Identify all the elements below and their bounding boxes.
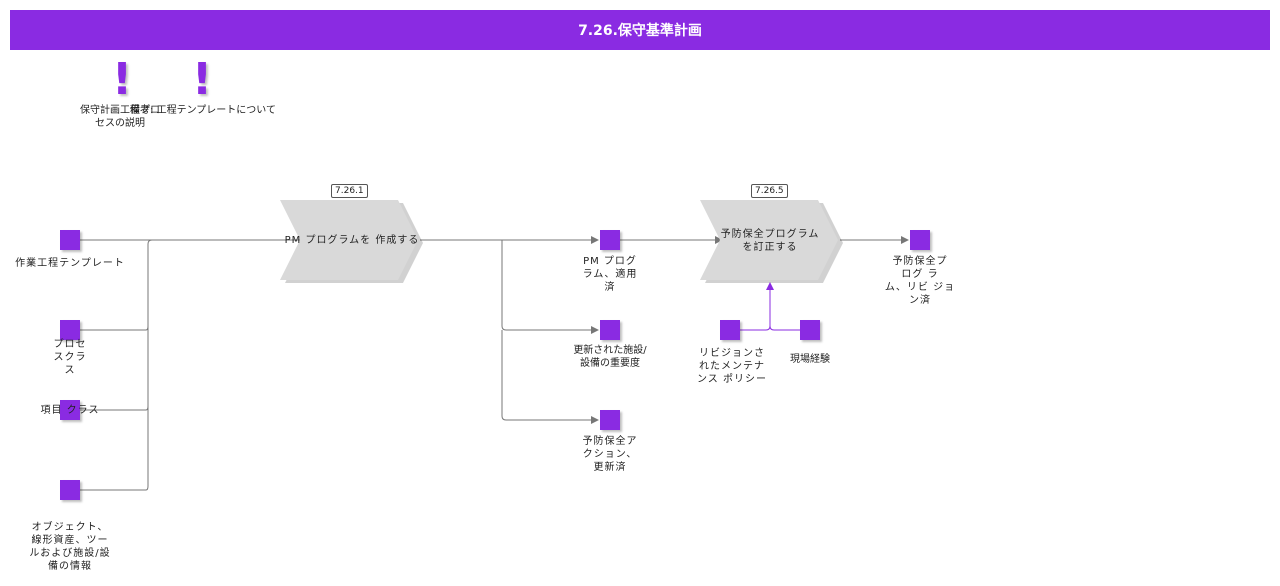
- input-node-template[interactable]: [60, 230, 80, 250]
- output-label-pm-actions: 予防保全ア クション、 更新済: [582, 436, 638, 473]
- output-line-pm-actions: [501, 330, 599, 424]
- diagram-title: 7.26.保守基準計画: [10, 10, 1270, 50]
- output-node-criticality[interactable]: [600, 320, 620, 340]
- input-node-process-class[interactable]: [60, 320, 80, 340]
- output-label-revised-program: 予防保全プ ログ ラ ム、リビ ジョ ン済: [884, 256, 956, 306]
- note-exclamation-icon[interactable]: !: [112, 54, 133, 105]
- input-line-field-experience: [769, 325, 800, 331]
- input-node-item-class[interactable]: [60, 400, 80, 420]
- process-shape-revise-pm: [700, 200, 838, 280]
- input-label-item-class: 項目 クラス: [40, 405, 100, 416]
- input-label-process-class: プロセ スクラ ス: [53, 339, 87, 376]
- process-label-revise-pm[interactable]: 予防保全プログラム を訂正する: [720, 229, 820, 253]
- process-label-create-pm[interactable]: PM プログラムを 作成する: [284, 235, 420, 246]
- output-node-pm-actions[interactable]: [600, 410, 620, 430]
- input-label-object-info: オブジェクト、 線形資産、ツー ルおよび施設/設 備の情報: [29, 522, 111, 572]
- input-node-field-experience[interactable]: [800, 320, 820, 340]
- note-exclamation-icon[interactable]: !: [192, 54, 213, 105]
- note-label-template: 備考: 工程テンプレートについて: [130, 105, 276, 116]
- output-label-criticality: 更新された施設/ 設備の重要度: [573, 345, 647, 369]
- process-id-tag: 7.26.1: [331, 184, 368, 198]
- output-line-criticality: [501, 240, 599, 334]
- input-line-process-class: [80, 239, 153, 331]
- input-line-object-info: [80, 244, 149, 491]
- output-node-pm-program[interactable]: [600, 230, 620, 250]
- process-shape-create-pm: [280, 200, 418, 280]
- input-label-template: 作業工程テンプレート: [15, 258, 125, 269]
- output-label-pm-program: PM プログ ラム、適用 済: [582, 256, 638, 293]
- input-label-field-experience: 現場経験: [790, 354, 830, 365]
- process-id-tag: 7.26.5: [751, 184, 788, 198]
- output-node-revised-program[interactable]: [910, 230, 930, 250]
- input-node-policy[interactable]: [720, 320, 740, 340]
- input-line-policy: [740, 282, 774, 331]
- note-label-process-description: 保守計画工程プロ セスの説明: [80, 105, 160, 129]
- input-label-policy: リビジョンさ れたメンテナ ンス ポリシー: [697, 348, 767, 385]
- input-node-object-info[interactable]: [60, 480, 80, 500]
